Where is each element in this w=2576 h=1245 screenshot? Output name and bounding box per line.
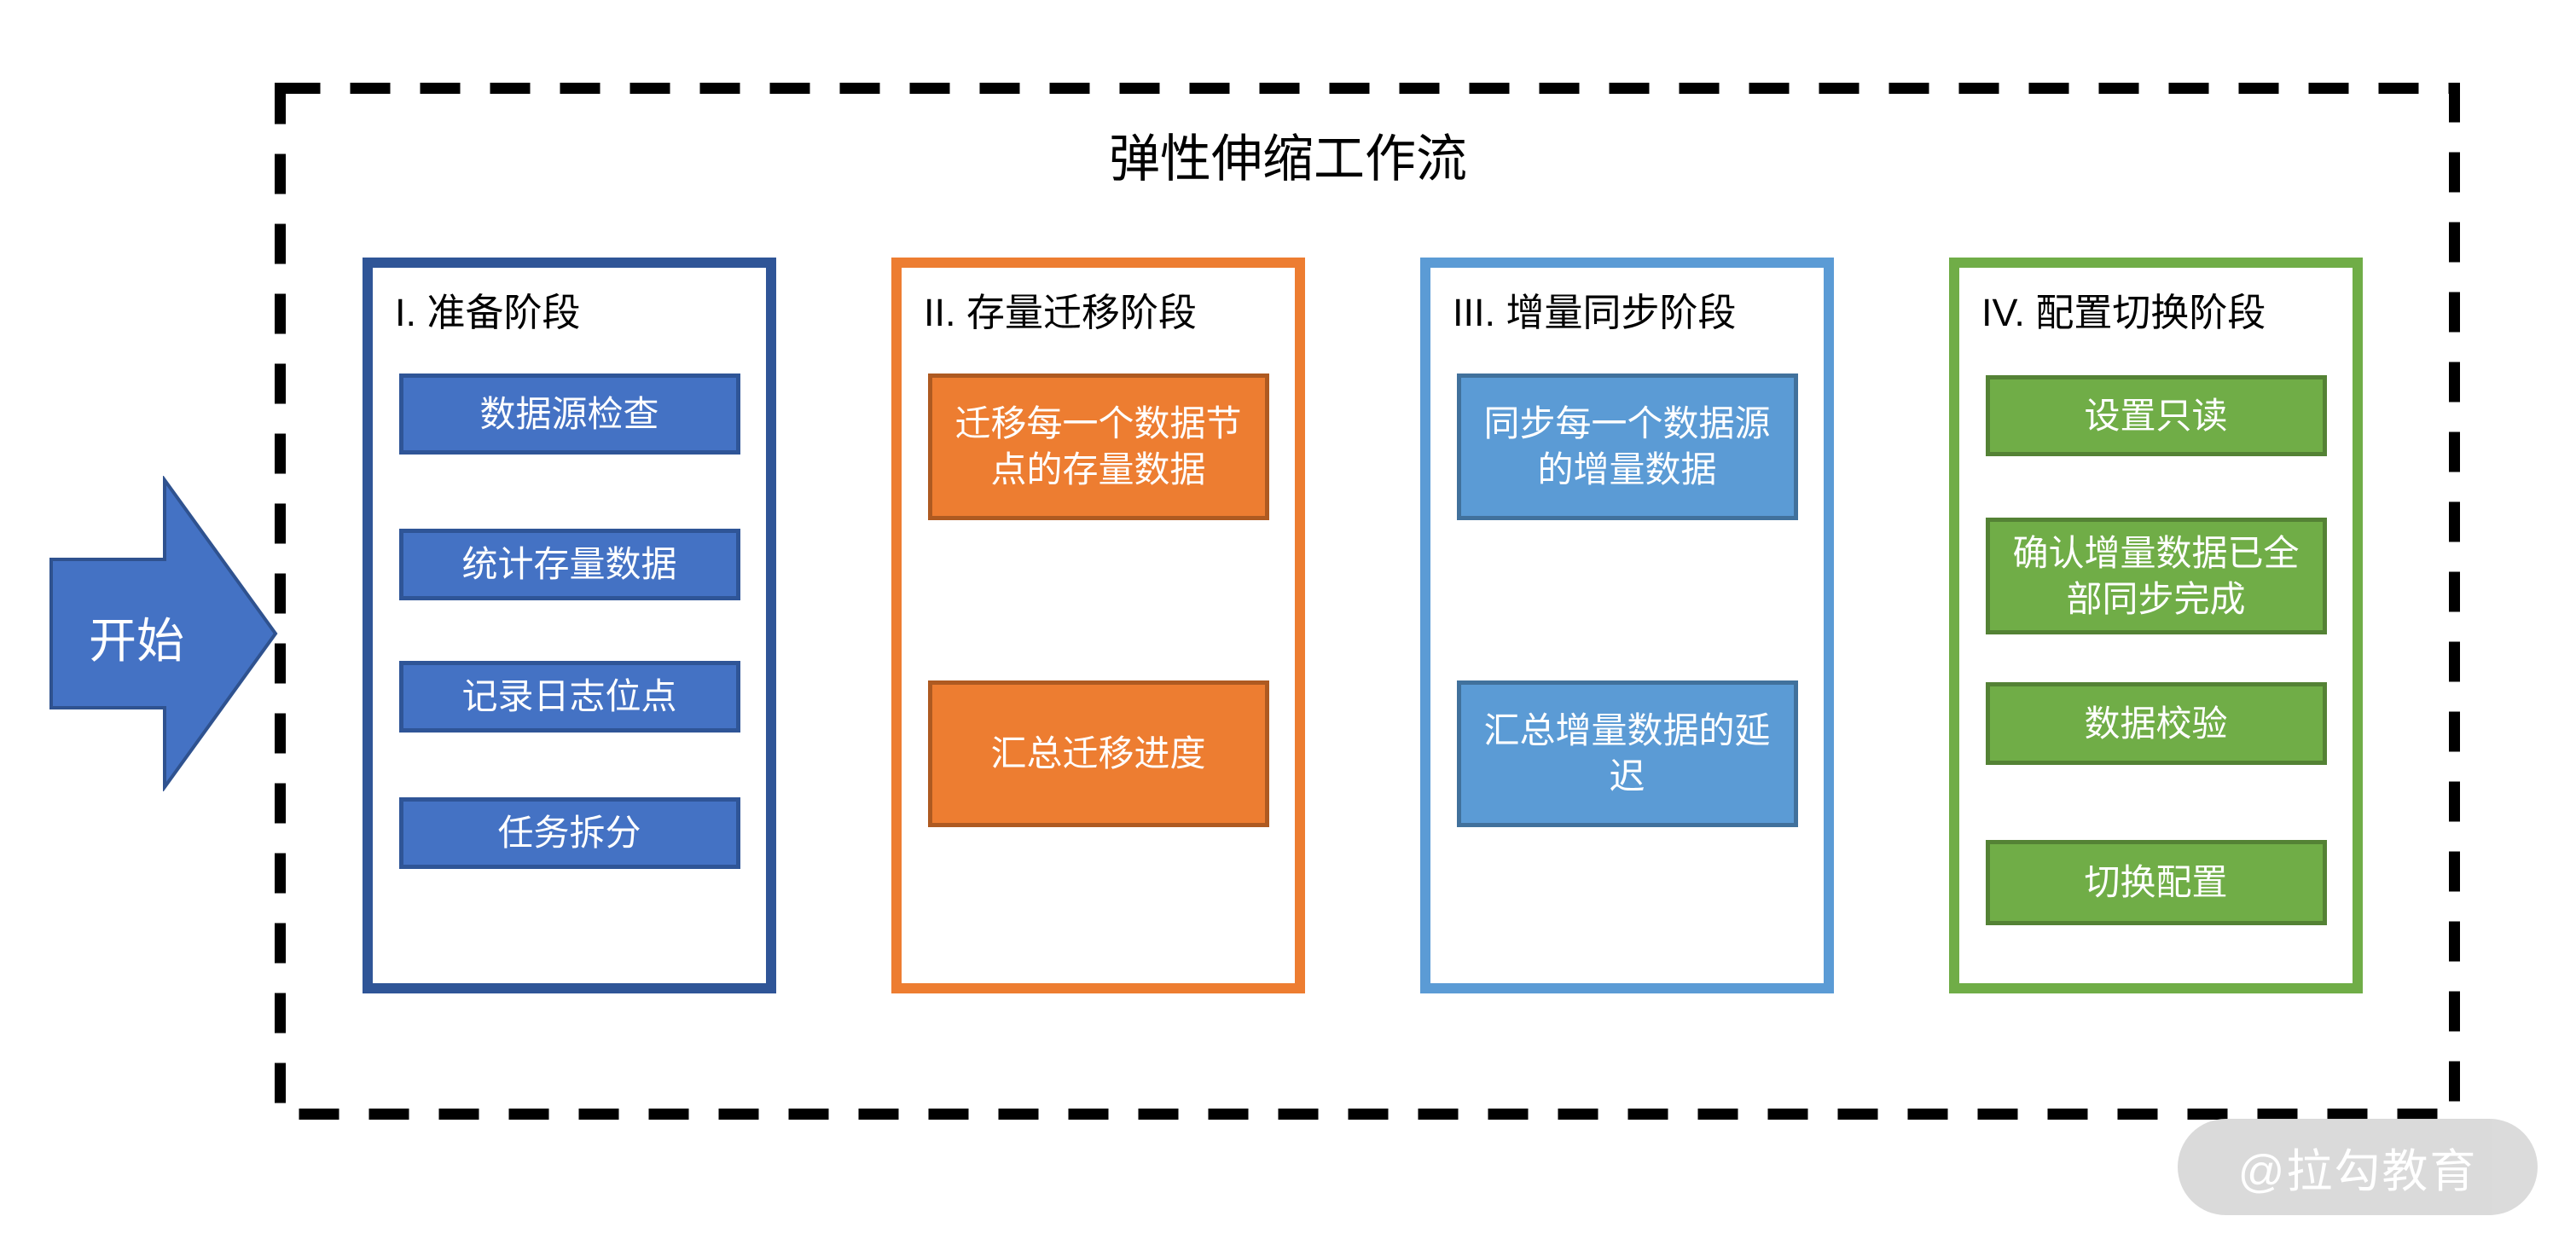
watermark-badge: @拉勾教育 [2178, 1119, 2538, 1215]
dashed-frame [275, 83, 2460, 1120]
page-title: 弹性伸缩工作流 [1109, 130, 1467, 188]
step-record-log-position: 记录日志位点 [398, 661, 740, 733]
step-datasource-check: 数据源检查 [398, 374, 740, 455]
step-aggregate-migration-progress: 汇总迁移进度 [927, 680, 1269, 827]
phase-1-preparation: I. 准备阶段 数据源检查 统计存量数据 记录日志位点 任务拆分 [363, 258, 776, 993]
step-task-split: 任务拆分 [398, 797, 740, 869]
step-set-readonly: 设置只读 [1985, 375, 2327, 456]
phase-2-stock-migration: II. 存量迁移阶段 迁移每一个数据节点的存量数据 汇总迁移进度 [891, 258, 1305, 993]
start-arrow-icon [49, 476, 278, 791]
phase-4-title: IV. 配置切换阶段 [1981, 291, 2266, 334]
start-arrow-label: 开始 [89, 614, 184, 668]
phase-2-title: II. 存量迁移阶段 [924, 291, 1198, 334]
step-migrate-node-stock-data: 迁移每一个数据节点的存量数据 [927, 374, 1269, 520]
phase-3-incremental-sync: III. 增量同步阶段 同步每一个数据源的增量数据 汇总增量数据的延迟 [1420, 258, 1834, 993]
step-confirm-sync-complete: 确认增量数据已全部同步完成 [1985, 518, 2327, 634]
step-switch-config: 切换配置 [1985, 840, 2327, 925]
phase-3-title: III. 增量同步阶段 [1453, 291, 1737, 334]
step-count-stock-data: 统计存量数据 [398, 529, 740, 600]
step-sync-source-incremental-data: 同步每一个数据源的增量数据 [1456, 374, 1798, 520]
step-aggregate-incremental-delay: 汇总增量数据的延迟 [1456, 680, 1798, 827]
phase-1-title: I. 准备阶段 [395, 291, 581, 334]
phase-4-config-switch: IV. 配置切换阶段 设置只读 确认增量数据已全部同步完成 数据校验 切换配置 [1949, 258, 2363, 993]
step-data-verification: 数据校验 [1985, 682, 2327, 765]
